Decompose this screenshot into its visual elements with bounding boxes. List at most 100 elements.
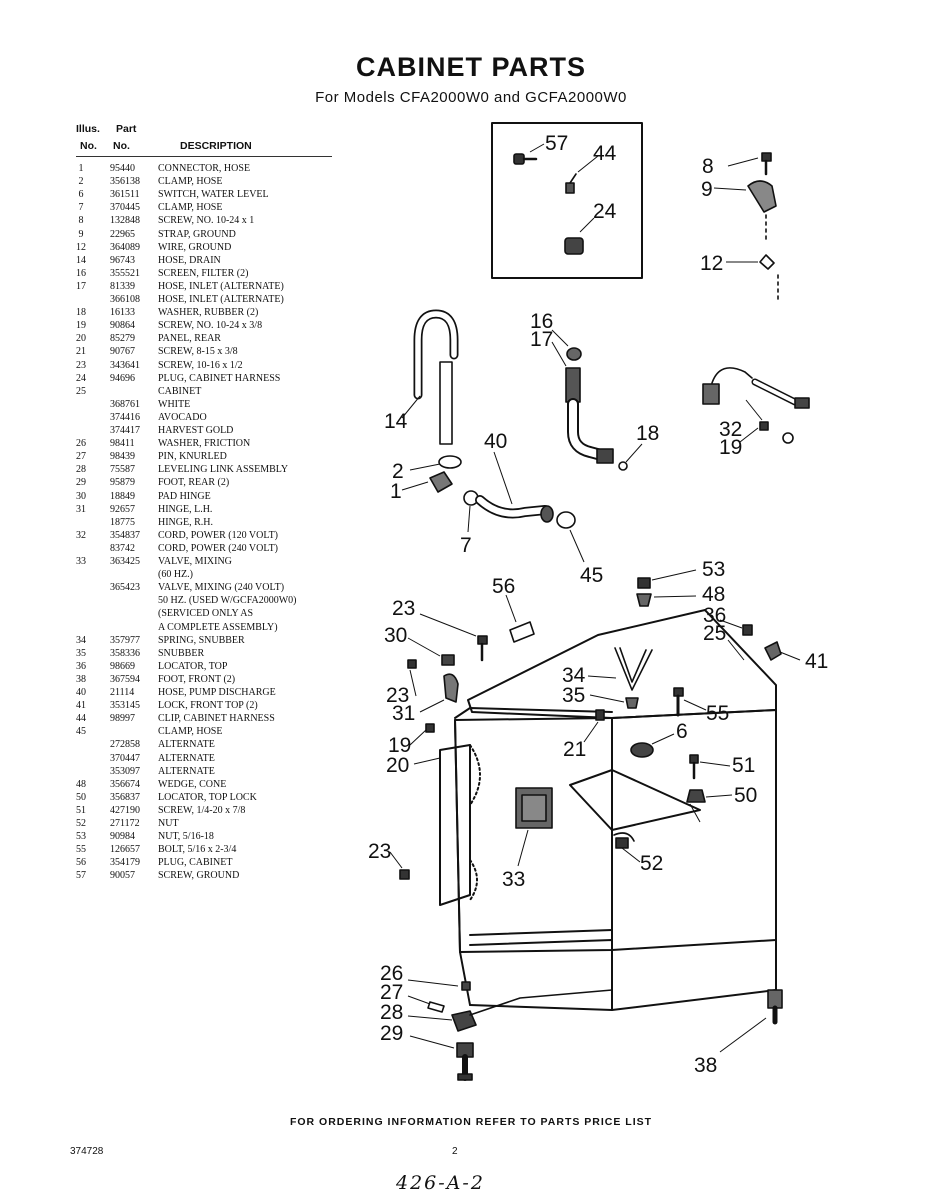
parts-description: FOOT, FRONT (2)	[158, 673, 236, 685]
parts-description: (SERVICED ONLY AS	[158, 608, 254, 620]
parts-description: PANEL, REAR	[158, 333, 221, 345]
callout-14: 14	[384, 410, 408, 433]
parts-part-no: 370445	[110, 202, 140, 214]
parts-description: HARVEST GOLD	[158, 425, 234, 436]
handwritten-note: 426-A-2	[396, 1172, 485, 1194]
callout-36: 36	[703, 604, 726, 627]
snubber-35	[625, 697, 639, 709]
parts-description: PIN, KNURLED	[158, 451, 227, 463]
callout-53: 53	[702, 558, 725, 581]
parts-part-no: 366108	[110, 294, 140, 305]
parts-part-no: 361511	[110, 189, 140, 201]
callout-44: 44	[593, 142, 617, 165]
parts-illus-no: 30	[76, 490, 86, 502]
parts-description: CLIP, CABINET HARNESS	[158, 713, 275, 725]
ordering-footer: FOR ORDERING INFORMATION REFER TO PARTS …	[289, 1116, 653, 1128]
callout-35: 35	[562, 684, 585, 707]
harness-plug-24	[564, 237, 584, 255]
parts-illus-no: 9	[78, 228, 84, 240]
parts-illus-no: 35	[76, 647, 86, 659]
ground-screw-57	[513, 153, 538, 165]
parts-description: HOSE, INLET (ALTERNATE)	[158, 294, 284, 305]
hose-clamp-2	[438, 455, 462, 469]
parts-illus-no: 41	[76, 700, 86, 712]
parts-part-no: 98439	[110, 451, 135, 463]
parts-part-no: 427190	[110, 804, 140, 816]
parts-part-no: 98669	[110, 660, 135, 672]
callout-45: 45	[580, 564, 603, 587]
callout-51: 51	[732, 754, 755, 777]
callout-34: 34	[562, 664, 586, 687]
callout-55: 55	[706, 702, 729, 725]
parts-illus-no: 48	[76, 778, 86, 790]
callout-40: 40	[484, 430, 507, 453]
callout-23b: 23	[386, 684, 409, 707]
snubber-spring-34	[614, 647, 653, 691]
parts-part-no: 75587	[110, 464, 135, 476]
parts-description: PAD HINGE	[158, 490, 211, 502]
parts-description: HOSE, PUMP DISCHARGE	[158, 687, 276, 698]
parts-part-no: 85279	[110, 333, 135, 345]
parts-illus-no: 55	[76, 844, 86, 856]
parts-illus-no: 17	[76, 280, 86, 292]
parts-illus-no: 24	[76, 372, 86, 384]
parts-description: PLUG, CABINET	[158, 857, 233, 869]
parts-description: SWITCH, WATER LEVEL	[158, 189, 269, 201]
parts-description: 50 HZ. (USED W/GCFA2000W0)	[158, 595, 297, 607]
parts-part-no: 354837	[110, 529, 140, 541]
parts-part-no: 354179	[110, 857, 140, 869]
parts-part-no: 18775	[110, 516, 135, 528]
inset-box	[491, 122, 643, 279]
callout-50: 50	[734, 784, 757, 807]
parts-description: CORD, POWER (120 VOLT)	[158, 529, 279, 541]
parts-description: HINGE, R.H.	[158, 516, 213, 528]
parts-description: SPRING, SNUBBER	[158, 634, 245, 646]
parts-illus-no: 57	[76, 870, 86, 882]
hose-connector-1	[429, 471, 453, 493]
parts-illus-no: 8	[78, 215, 84, 227]
parts-illus-no: 38	[76, 673, 86, 685]
parts-illus-no: 36	[76, 660, 86, 672]
bolt-55	[673, 687, 684, 717]
cabinet-25	[439, 609, 777, 1011]
parts-part-no: 355521	[110, 267, 140, 279]
parts-description: A COMPLETE ASSEMBLY)	[158, 621, 278, 633]
callout-41: 41	[805, 650, 828, 673]
parts-description: ALTERNATE	[158, 765, 215, 777]
parts-part-no: 94696	[110, 372, 135, 384]
parts-description: NUT, 5/16-18	[158, 831, 214, 843]
parts-part-no: 16133	[110, 307, 135, 319]
callout-6: 6	[676, 720, 688, 743]
parts-part-no: 272858	[110, 739, 140, 751]
parts-illus-no: 29	[76, 477, 86, 489]
parts-description: CORD, POWER (240 VOLT)	[158, 542, 279, 554]
parts-description: SCREW, GROUND	[158, 870, 240, 882]
callout-7: 7	[460, 534, 472, 557]
ground-screw-8	[761, 152, 772, 176]
callout-31: 31	[392, 702, 415, 725]
parts-description: WHITE	[158, 398, 191, 410]
parts-illus-no: 25	[76, 385, 86, 397]
callout-30: 30	[384, 624, 407, 647]
rubber-washer-18	[618, 461, 628, 471]
header-illus-line1: Illus.	[76, 123, 100, 135]
parts-description: NUT	[158, 818, 179, 829]
parts-part-no: 18849	[110, 490, 135, 502]
parts-part-no: 356837	[110, 791, 140, 803]
parts-illus-no: 20	[76, 333, 86, 345]
parts-illus-no: 50	[76, 791, 86, 803]
parts-part-no: 95879	[110, 477, 135, 489]
callout-18: 18	[636, 422, 659, 445]
callout-23a: 23	[392, 597, 415, 620]
parts-illus-no: 2	[78, 176, 84, 188]
parts-description: HINGE, L.H.	[158, 503, 213, 515]
callout-33: 33	[502, 868, 525, 891]
friction-washer-26	[461, 981, 471, 991]
parts-part-no: 83742	[110, 542, 135, 554]
parts-illus-no: 45	[76, 726, 86, 738]
parts-description: CLAMP, HOSE	[158, 176, 223, 188]
callout-20: 20	[386, 754, 409, 777]
parts-description: WIRE, GROUND	[158, 241, 232, 253]
parts-description: CLAMP, HOSE	[158, 726, 223, 738]
rear-foot-29	[456, 1042, 474, 1081]
